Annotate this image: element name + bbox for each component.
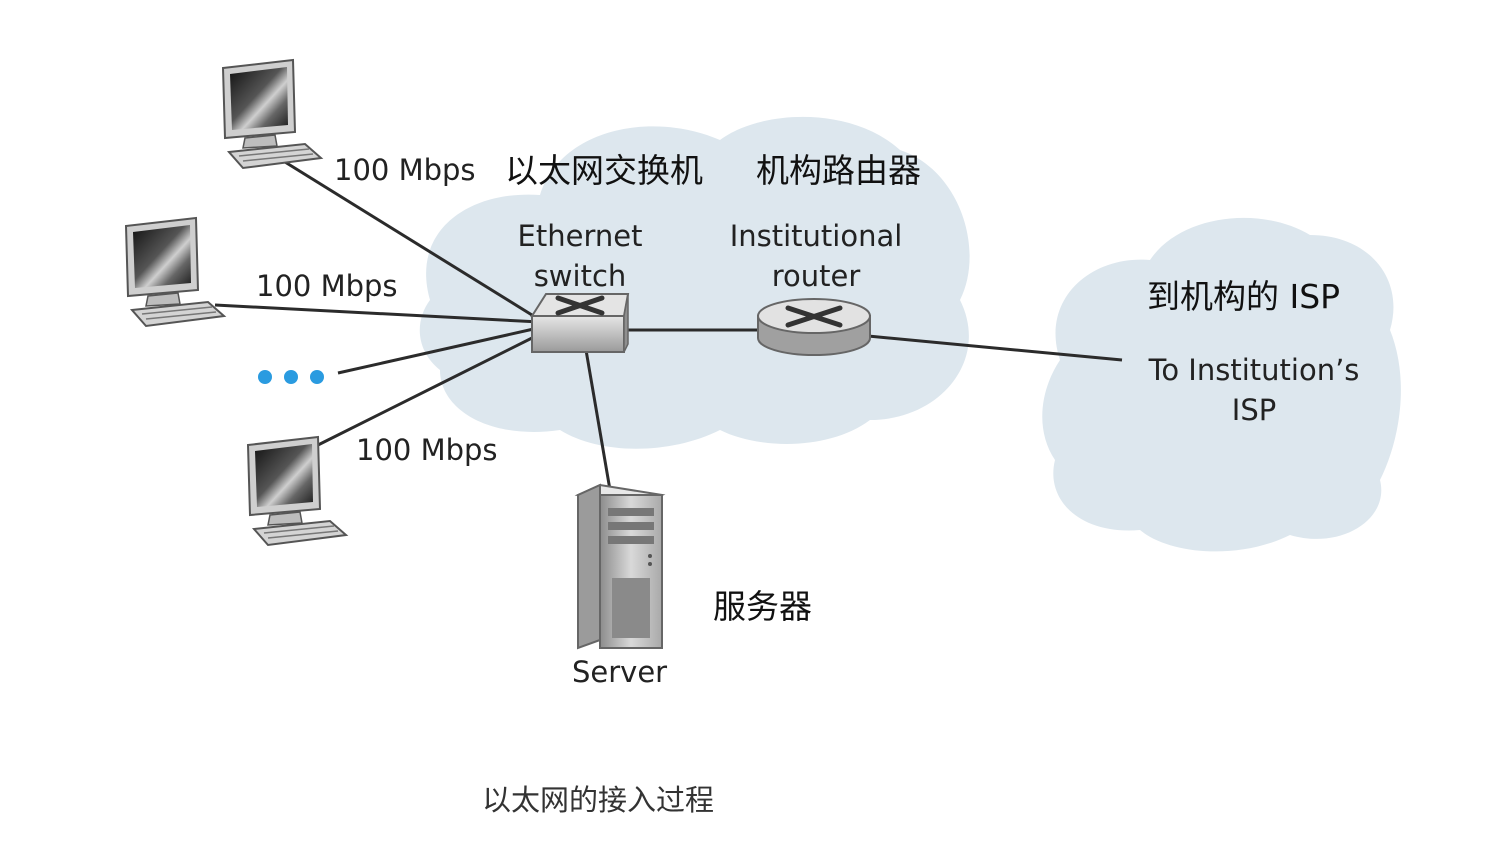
ellipsis-dots-icon <box>258 370 324 384</box>
server-label-zh: 服务器 <box>713 587 812 626</box>
server-label-en: Server <box>572 655 668 689</box>
desktop-computer-icon <box>247 436 347 546</box>
ethernet-switch-icon <box>530 293 630 353</box>
isp-label-en-line2: ISP <box>1231 393 1277 427</box>
link-more-switch <box>337 326 539 375</box>
isp-label-zh: 到机构的 ISP <box>1147 277 1341 316</box>
desktop-computer-icon <box>125 217 225 327</box>
isp-cloud <box>1042 217 1401 552</box>
link-speed-label-1: 100 Mbps <box>334 153 476 187</box>
server-tower-icon <box>574 483 666 650</box>
link-router-isp <box>867 334 1123 362</box>
desktop-computer-icon <box>222 59 322 169</box>
network-links <box>214 160 1123 491</box>
isp-label-en: To Institution’s ISP <box>1124 350 1384 430</box>
router-label-en-line1: Institutional <box>729 219 903 253</box>
link-host3-switch <box>317 332 541 447</box>
diagram-caption: 以太网的接入过程 <box>482 783 715 817</box>
link-speed-label-2: 100 Mbps <box>256 269 398 303</box>
isp-label-en-line1: To Institution’s <box>1148 353 1360 387</box>
router-label-en-line2: router <box>771 259 861 293</box>
router-icon <box>757 298 871 356</box>
router-label-zh: 机构路由器 <box>756 151 921 190</box>
link-host2-switch <box>214 303 541 324</box>
switch-label-en: Ethernet switch <box>500 216 660 296</box>
switch-label-en-line2: switch <box>533 259 627 293</box>
link-speed-label-3: 100 Mbps <box>356 433 498 467</box>
local-network-cloud <box>419 116 970 449</box>
switch-label-en-line1: Ethernet <box>517 219 643 253</box>
link-host1-switch <box>284 160 541 322</box>
router-label-en: Institutional router <box>706 216 926 296</box>
switch-label-zh: 以太网交换机 <box>505 151 703 190</box>
link-switch-server <box>584 349 612 491</box>
